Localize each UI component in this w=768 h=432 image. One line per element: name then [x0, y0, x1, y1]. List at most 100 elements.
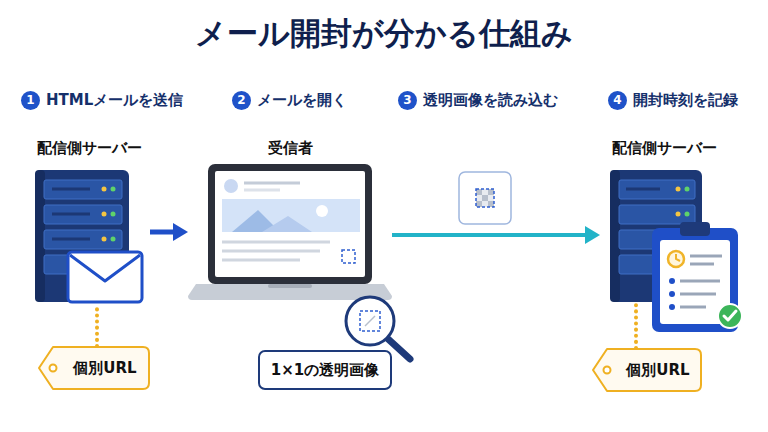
- step-label: HTMLメールを送信: [46, 90, 183, 110]
- callout-box: 1×1の透明画像: [258, 350, 392, 390]
- laptop-icon: [244, 182, 300, 185]
- url-tag: 個別URL: [592, 348, 702, 392]
- server-rack: [626, 188, 660, 191]
- server-rack: [111, 212, 116, 217]
- callout-number: 3: [398, 91, 417, 110]
- laptop-icon: [222, 199, 360, 232]
- laptop-icon: [222, 250, 320, 253]
- clipboard-icon: [652, 222, 742, 332]
- step-label: メールを開く: [257, 90, 347, 110]
- tag-text: 個別URL: [592, 348, 702, 392]
- server-node: 配信側サーバー: [28, 138, 150, 305]
- clipboard-icon: [680, 306, 706, 309]
- laptop-icon: [208, 164, 372, 284]
- tag-hole: [50, 365, 57, 372]
- server-rack: [52, 188, 90, 191]
- clipboard-icon: [724, 311, 736, 320]
- clipboard-icon: [680, 293, 716, 296]
- server-rack: [676, 212, 681, 217]
- server-rack: [52, 238, 90, 241]
- tag-text: 個別URL: [38, 346, 150, 390]
- dotted-leader: [95, 305, 99, 346]
- server-rack: [102, 187, 107, 192]
- laptop-icon: [215, 171, 365, 277]
- clipboard-icon: [690, 263, 714, 266]
- magnifier-icon: [365, 316, 375, 326]
- magnifier-icon: [346, 297, 394, 345]
- envelope-icon: [70, 255, 140, 281]
- server-rack: [111, 187, 116, 192]
- transparent-image: [476, 201, 482, 207]
- tag-outline: [593, 349, 701, 391]
- server-rack: [52, 213, 90, 216]
- clipboard-icon: [718, 304, 742, 328]
- laptop-icon: [222, 259, 300, 262]
- clipboard-icon: [669, 291, 675, 297]
- laptop-icon: [222, 241, 330, 244]
- tag-hole: [604, 367, 611, 374]
- clipboard-icon: [669, 304, 675, 310]
- server-rack: [44, 180, 122, 199]
- server-rack: [111, 237, 116, 242]
- box-text: 1×1の透明画像: [260, 352, 390, 388]
- clipboard-icon: [652, 228, 738, 332]
- clipboard-icon: [680, 222, 710, 236]
- clipboard-icon: [680, 280, 720, 283]
- magnifier-icon: [360, 311, 380, 331]
- arrow-head: [585, 226, 600, 244]
- laptop-icon: [244, 189, 280, 192]
- transparent-image: [488, 201, 494, 207]
- callout-number: 2: [232, 91, 251, 110]
- callout-number: 1: [21, 91, 40, 110]
- server-rack: [619, 180, 695, 199]
- server-rack: [102, 212, 107, 217]
- clipboard-icon: [669, 278, 675, 284]
- server-rack: [685, 212, 690, 217]
- laptop-icon: [268, 284, 312, 288]
- envelope-icon: [68, 252, 142, 302]
- request-arrow: [392, 226, 600, 244]
- magnifier-icon: [346, 297, 410, 359]
- transparent-image: [476, 189, 494, 207]
- callout-number: 4: [608, 91, 627, 110]
- laptop-icon: [342, 250, 355, 263]
- laptop-icon: [262, 216, 312, 232]
- transparent-image: [459, 172, 511, 224]
- dotted-leader: [634, 305, 638, 348]
- transparent-image: [459, 172, 511, 224]
- arrow-head: [173, 223, 188, 241]
- clipboard-icon: [690, 255, 722, 258]
- server-rack: [44, 230, 122, 249]
- dotted-leader: [97, 305, 98, 346]
- laptop-icon: [224, 179, 238, 193]
- node-heading: 受信者: [188, 138, 392, 158]
- server-rack: [619, 205, 695, 224]
- clipboard-icon: [668, 251, 684, 267]
- flow-arrow: [150, 223, 188, 241]
- transparent-image: [476, 189, 482, 195]
- laptop-icon: [188, 164, 392, 300]
- server-rack: [676, 187, 681, 192]
- tag-outline: [39, 347, 149, 389]
- envelope-icon: [68, 252, 142, 302]
- transparent-image: [488, 189, 494, 195]
- flow-arrow: [150, 230, 176, 235]
- diagram-title: メール開封が分かる仕組み: [0, 13, 768, 53]
- server-node: 配信側サーバー: [600, 138, 748, 305]
- dotted-leader: [636, 305, 637, 348]
- node-heading: 配信側サーバー: [28, 138, 150, 158]
- receiver-node: 受信者: [188, 138, 392, 302]
- transparent-image: [482, 195, 488, 201]
- request-arrow: [392, 233, 588, 237]
- clipboard-icon: [676, 254, 680, 261]
- node-heading: 配信側サーバー: [600, 138, 748, 158]
- laptop-icon: [188, 284, 392, 300]
- server-rack: [685, 187, 690, 192]
- transparent-image: [476, 189, 494, 207]
- magnifier-icon: [387, 338, 410, 359]
- step-label: 開封時刻を記録: [633, 90, 738, 110]
- step-label: 透明画像を読み込む: [423, 90, 558, 110]
- server-rack: [102, 237, 107, 242]
